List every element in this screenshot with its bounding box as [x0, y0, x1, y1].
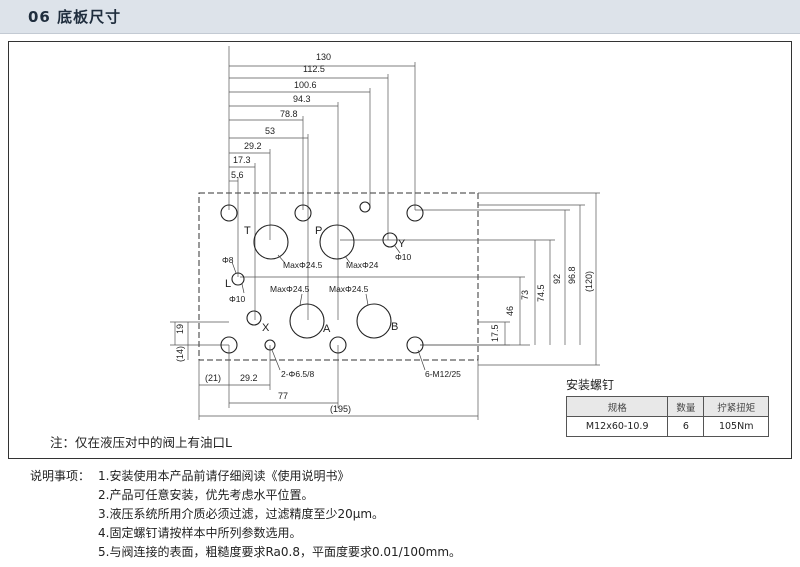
mount-hole-top-left	[220, 204, 238, 222]
callout-t-max: MaxΦ24.5	[283, 260, 323, 270]
dim-94-3: 94.3	[293, 94, 311, 104]
callout-a-max: MaxΦ24.5	[270, 284, 310, 294]
mount-hole-top-right	[406, 204, 424, 222]
top-dimension-lines	[228, 46, 416, 320]
callout-phi8: Φ8	[222, 255, 234, 265]
bolt-table-header-row: 规格 数量 拧紧扭矩	[565, 396, 769, 417]
callout-p-max: MaxΦ24	[346, 260, 379, 270]
port-label-p: P	[315, 225, 322, 237]
bolt-header-quantity: 数量	[667, 396, 705, 417]
callout-threads: 6-M12/25	[425, 369, 461, 379]
dim-29-2-bottom: 29.2	[240, 373, 258, 383]
right-dimension-lines	[240, 192, 600, 366]
bolt-header-torque: 拧紧扭矩	[703, 396, 769, 417]
dim-92: 92	[552, 274, 562, 284]
left-bottom-dimension-lines	[170, 321, 479, 420]
port-x-circle	[264, 339, 276, 351]
port-label-l: L	[225, 278, 231, 290]
port-a-circle	[289, 303, 325, 339]
port-label-b: B	[391, 321, 398, 333]
bolt-spec-value: M12x60-10.9	[565, 416, 669, 437]
instruction-item-1: 1.安装使用本产品前请仔细阅读《使用说明书》	[98, 469, 350, 483]
bolt-torque-value: 105Nm	[703, 416, 769, 437]
port-l-circle	[231, 272, 245, 286]
table-row: M12x60-10.9 6 105Nm	[565, 416, 769, 437]
dim-46: 46	[505, 306, 515, 316]
mount-hole-bottom-middle	[329, 336, 347, 354]
bolt-table: 规格 数量 拧紧扭矩 M12x60-10.9 6 105Nm	[565, 396, 769, 437]
leader-lines	[231, 245, 426, 371]
dim-100-6: 100.6	[294, 80, 317, 90]
dim-29-2: 29.2	[244, 141, 262, 151]
dim-19: 19	[175, 324, 185, 334]
bolt-header-spec: 规格	[565, 396, 669, 417]
plate-outline	[198, 192, 479, 361]
drawing-frame	[8, 41, 792, 459]
section-title: 06 底板尺寸	[28, 8, 122, 26]
dim-96-8: 96.8	[567, 266, 577, 284]
dim-5-6: 5.6	[231, 170, 244, 180]
port-b-circle	[356, 303, 392, 339]
port-y-circle	[382, 232, 398, 248]
bottom-dimension-labels: (21) 29.2 77 (195)	[205, 373, 351, 414]
port-labels: T P Y L X A B	[225, 225, 406, 335]
port-label-a: A	[323, 323, 331, 335]
dim-14: (14)	[175, 346, 185, 362]
dim-17-3: 17.3	[233, 155, 251, 165]
port-t-circle	[253, 224, 289, 260]
mount-hole-top-middle	[294, 204, 312, 222]
callout-l-dia: Φ10	[229, 294, 246, 304]
dim-21: (21)	[205, 373, 221, 383]
instructions-heading: 说明事项：	[30, 469, 91, 483]
dim-77: 77	[278, 391, 288, 401]
plate-holes	[220, 201, 424, 354]
top-dimension-labels: 130 112.5 100.6 94.3 78.8 53 29.2 17.3 5…	[231, 52, 331, 180]
left-dimension-labels: 19 (14)	[175, 324, 185, 362]
instruction-item-2: 2.产品可任意安装，优先考虑水平位置。	[98, 488, 314, 502]
mount-hole-bottom-left	[220, 336, 238, 354]
mount-hole-bottom-right	[406, 336, 424, 354]
instruction-item-4: 4.固定螺钉请按样本中所列参数选用。	[98, 526, 302, 540]
dim-74-5: 74.5	[536, 284, 546, 302]
callout-labels: MaxΦ24.5 MaxΦ24 Φ10 Φ8 Φ10 MaxΦ24.5 MaxΦ…	[222, 252, 461, 379]
right-dimension-labels: 17.5 46 73 74.5 92 96.8 (120)	[490, 266, 594, 342]
bolt-table-title: 安装螺钉	[566, 378, 615, 392]
instruction-item-5: 5.与阀连接的表面，粗糙度要求Ra0.8，平面度要求0.01/100mm。	[98, 545, 462, 559]
dim-120: (120)	[584, 271, 594, 292]
port-label-x: X	[262, 322, 270, 334]
dim-130: 130	[316, 52, 331, 62]
port-label-y: Y	[398, 238, 406, 250]
callout-b-max: MaxΦ24.5	[329, 284, 369, 294]
hole-left-mid	[246, 310, 262, 326]
port-label-t: T	[244, 225, 251, 237]
bolt-quantity-value: 6	[667, 416, 705, 437]
dim-73: 73	[520, 290, 530, 300]
section-header: 06 底板尺寸	[0, 0, 800, 34]
instruction-item-3: 3.液压系统所用介质必须过滤，过滤精度至少20μm。	[98, 507, 385, 521]
dim-53: 53	[265, 126, 275, 136]
dim-78-8: 78.8	[280, 109, 298, 119]
small-hole-top	[359, 201, 371, 213]
oil-port-note: 注：仅在液压对中的阀上有油口L	[50, 435, 232, 450]
callout-x-holes: 2-Φ6.5/8	[281, 369, 315, 379]
callout-y-dia: Φ10	[395, 252, 412, 262]
port-p-circle	[319, 224, 355, 260]
dim-112-5: 112.5	[303, 64, 325, 74]
dim-17-5: 17.5	[490, 324, 500, 342]
dim-195: (195)	[330, 404, 351, 414]
